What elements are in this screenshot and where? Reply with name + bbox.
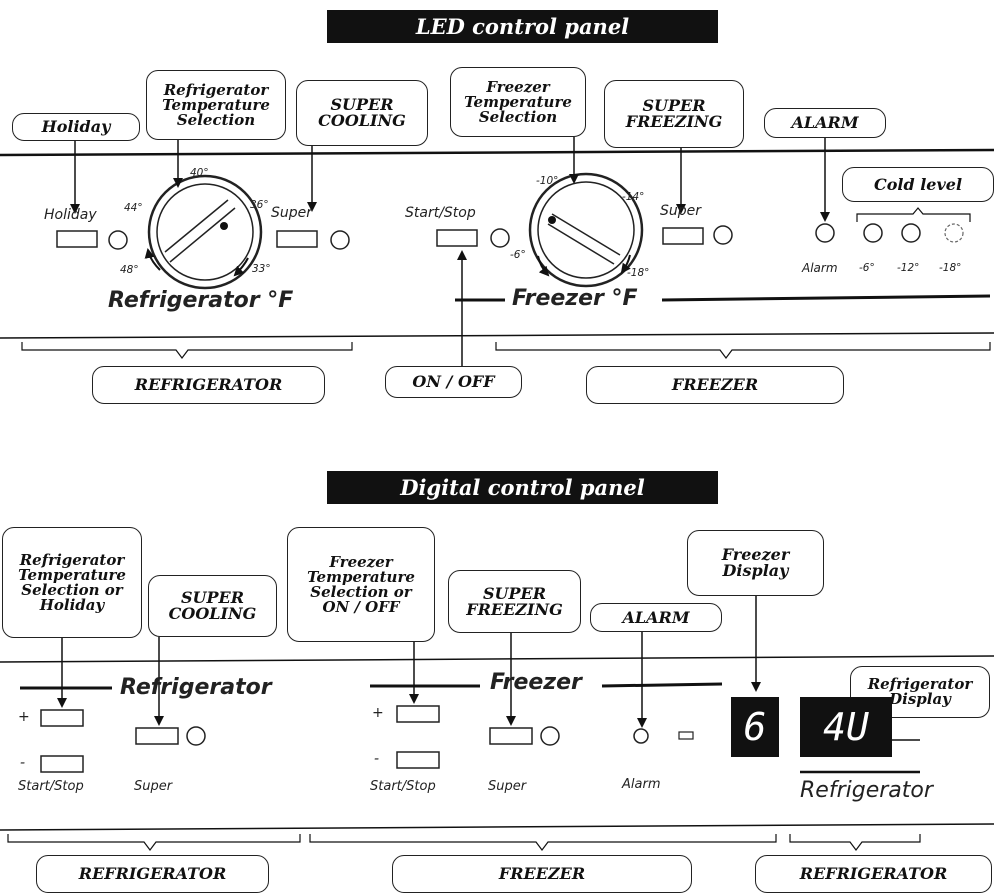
refrigerator-f-label: Refrigerator °F (108, 288, 294, 313)
digital-alarm-label: Alarm (622, 777, 661, 792)
refrigerator-footer-label: Refrigerator (800, 778, 933, 803)
freezer-minus-button (396, 751, 440, 769)
fridge-plus-label: + (18, 709, 30, 725)
led-freezer-group-callout: FREEZER (586, 366, 844, 404)
holiday-callout: Holiday (12, 113, 140, 141)
digital-refrigerator-header: Refrigerator (120, 675, 272, 700)
start-stop-label: Start/Stop (405, 205, 476, 221)
freezer-super-label: Super (488, 779, 527, 794)
fridge-minus-button (40, 755, 84, 773)
super-cooling-callout: SUPER COOLING (296, 80, 428, 146)
alarm-led (815, 223, 835, 243)
fridge-dial-36: 36° (250, 199, 269, 211)
digital-panel-title: Digital control panel (327, 471, 718, 504)
digital-super-cooling-callout: SUPER COOLING (148, 575, 277, 637)
cold-level-label-1: -6° (859, 262, 875, 274)
freezer-temperature-selection-callout: Freezer Temperature Selection (450, 67, 586, 137)
freezer-display-callout: Freezer Display (687, 530, 824, 596)
refrigerator-display: 4U (800, 697, 892, 757)
cold-level-label-3: -18° (939, 262, 962, 274)
refrigerator-temperature-selection-callout: Refrigerator Temperature Selection (146, 70, 286, 140)
cold-level-led-1 (863, 223, 883, 243)
cold-level-led-3 (944, 223, 964, 243)
digital-super-cooling-led (186, 726, 206, 746)
freezer-dial-10: -10° (536, 175, 559, 187)
refrigerator-display-callout: Refrigerator Display (850, 666, 990, 718)
fridge-minus-label: - (20, 755, 26, 771)
alarm-label: Alarm (802, 261, 838, 275)
digital-freezer-header: Freezer (490, 670, 582, 695)
alarm-callout: ALARM (764, 108, 886, 138)
digital-refrigerator-group-callout: REFRIGERATOR (36, 855, 269, 893)
digital-super-freezing-callout: SUPER FREEZING (448, 570, 581, 633)
freezer-plus-label: + (372, 705, 384, 721)
digital-alarm-indicator (678, 731, 694, 740)
digital-super-freezing-led (540, 726, 560, 746)
on-off-callout: ON / OFF (385, 366, 522, 398)
cold-level-label-2: -12° (897, 262, 920, 274)
freezer-dial-18: -18° (627, 267, 650, 279)
digital-super-freezing-button (489, 727, 533, 745)
freezer-f-label: Freezer °F (512, 286, 638, 311)
freezer-dial-6: -6° (510, 249, 526, 261)
fridge-plus-button (40, 709, 84, 727)
fridge-dial-48: 48° (120, 264, 139, 276)
super-cooling-button (276, 230, 318, 248)
led-panel-title: LED control panel (327, 10, 718, 43)
digital-alarm-led (633, 728, 649, 744)
digital-freezer-group-callout: FREEZER (392, 855, 692, 893)
fridge-super-label: Super (134, 779, 173, 794)
start-stop-led (490, 228, 510, 248)
led-panel-top-edge (0, 148, 994, 157)
freezer-minus-label: - (374, 751, 380, 767)
cold-level-led-2 (901, 223, 921, 243)
fridge-dial-44: 44° (124, 202, 143, 214)
freezer-plus-button (396, 705, 440, 723)
freezer-dial (528, 172, 644, 288)
start-stop-button (436, 229, 478, 247)
super-freezing-led (713, 225, 733, 245)
freezer-temperature-selection-or-on-off-callout: Freezer Temperature Selection or ON / OF… (287, 527, 435, 642)
digital-panel-bottom-edge (0, 823, 994, 831)
digital-panel-top-edge (0, 655, 994, 663)
fridge-start-stop-label: Start/Stop (18, 779, 84, 794)
led-refrigerator-group-callout: REFRIGERATOR (92, 366, 325, 404)
holiday-label: Holiday (44, 207, 97, 223)
refrigerator-dial (144, 174, 263, 290)
super-freezing-label: Super (660, 203, 702, 219)
digital-alarm-callout: ALARM (590, 603, 722, 632)
fridge-dial-40: 40° (190, 167, 209, 179)
holiday-led (108, 230, 128, 250)
super-cooling-led (330, 230, 350, 250)
cold-level-callout: Cold level (842, 167, 994, 202)
refrigerator-temperature-selection-or-holiday-callout: Refrigerator Temperature Selection or Ho… (2, 527, 142, 638)
digital-refrigerator-right-group-callout: REFRIGERATOR (755, 855, 992, 893)
led-panel-bottom-edge (0, 332, 994, 339)
digital-super-cooling-button (135, 727, 179, 745)
super-cooling-label: Super (271, 205, 313, 221)
fridge-dial-33: 33° (252, 263, 271, 275)
holiday-button (56, 230, 98, 248)
super-freezing-button (662, 227, 704, 245)
freezer-display: 6 (731, 697, 779, 757)
super-freezing-callout: SUPER FREEZING (604, 80, 744, 148)
freezer-start-stop-label: Start/Stop (370, 779, 436, 794)
freezer-dial-14: -14° (622, 191, 645, 203)
